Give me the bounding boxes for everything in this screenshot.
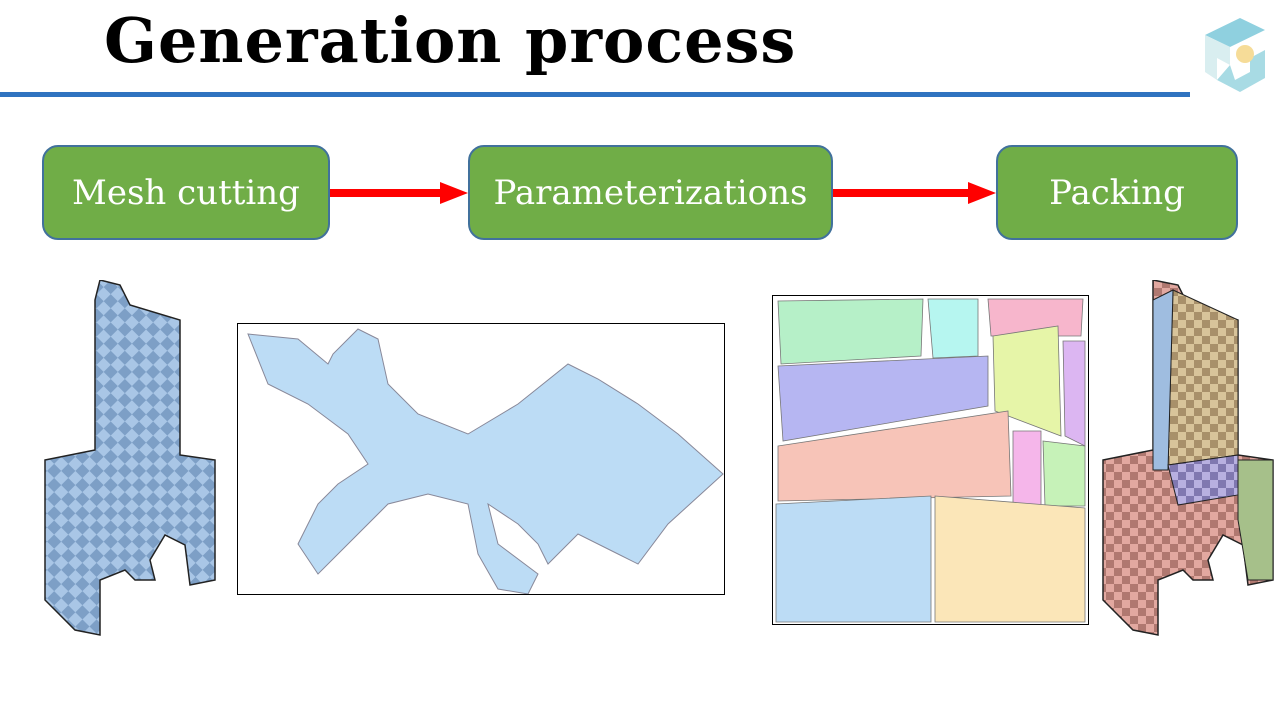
packed-uv-atlas — [772, 295, 1089, 625]
step-mesh-cutting: Mesh cutting — [42, 145, 330, 240]
cut-mesh-model — [44, 280, 216, 636]
arrow-icon — [833, 182, 996, 204]
parameterized-uv-chart — [237, 323, 725, 595]
logo-icon — [1205, 18, 1265, 92]
step-packing: Packing — [996, 145, 1238, 240]
title-divider — [0, 92, 1190, 97]
step-parameterizations: Parameterizations — [468, 145, 833, 240]
slide-title: Generation process — [104, 4, 797, 77]
arrow-icon — [330, 182, 468, 204]
textured-packed-model — [1102, 280, 1274, 636]
